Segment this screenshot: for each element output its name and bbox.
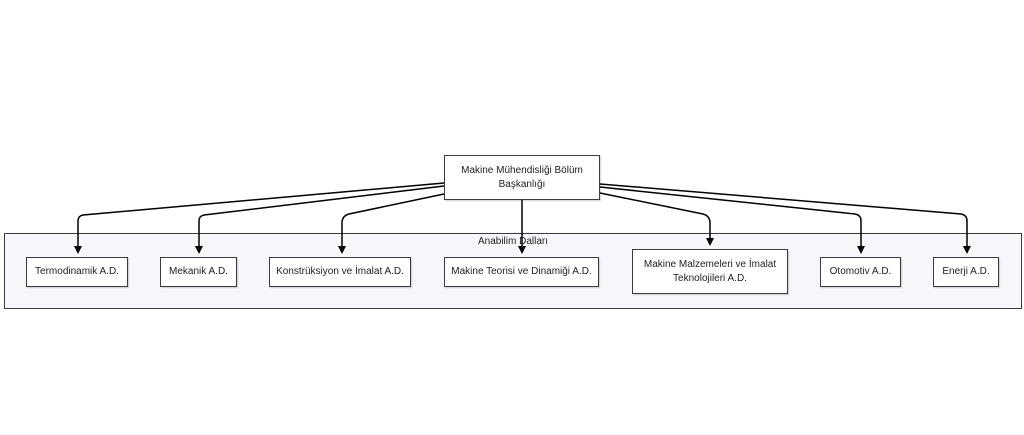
node-label: Makine Teorisi ve Dinamiği A.D. (451, 266, 592, 277)
node-mekanik: Mekanik A.D. (160, 257, 237, 287)
node-label: Termodinamik A.D. (35, 266, 119, 277)
node-makine-teorisi-dinamigi: Makine Teorisi ve Dinamiği A.D. (444, 257, 599, 287)
node-termodinamik: Termodinamik A.D. (26, 257, 128, 287)
node-otomotiv: Otomotiv A.D. (820, 257, 901, 287)
node-enerji: Enerji A.D. (933, 257, 999, 287)
node-label: Enerji A.D. (942, 266, 990, 277)
root-node-label: Makine Mühendisliği Bölüm Başkanlığı (461, 164, 583, 190)
node-konstruksiyon-imalat: Konstrüksiyon ve İmalat A.D. (269, 257, 411, 287)
group-title: Anabilim Dalları (477, 236, 549, 247)
node-label: Makine Malzemeleri ve İmalat Teknolojile… (643, 258, 777, 284)
root-node-department-head: Makine Mühendisliği Bölüm Başkanlığı (444, 155, 600, 200)
node-label: Mekanik A.D. (169, 266, 228, 277)
node-label: Konstrüksiyon ve İmalat A.D. (276, 266, 404, 277)
node-label: Otomotiv A.D. (829, 266, 892, 277)
node-makine-malzemeleri: Makine Malzemeleri ve İmalat Teknolojile… (632, 249, 788, 294)
